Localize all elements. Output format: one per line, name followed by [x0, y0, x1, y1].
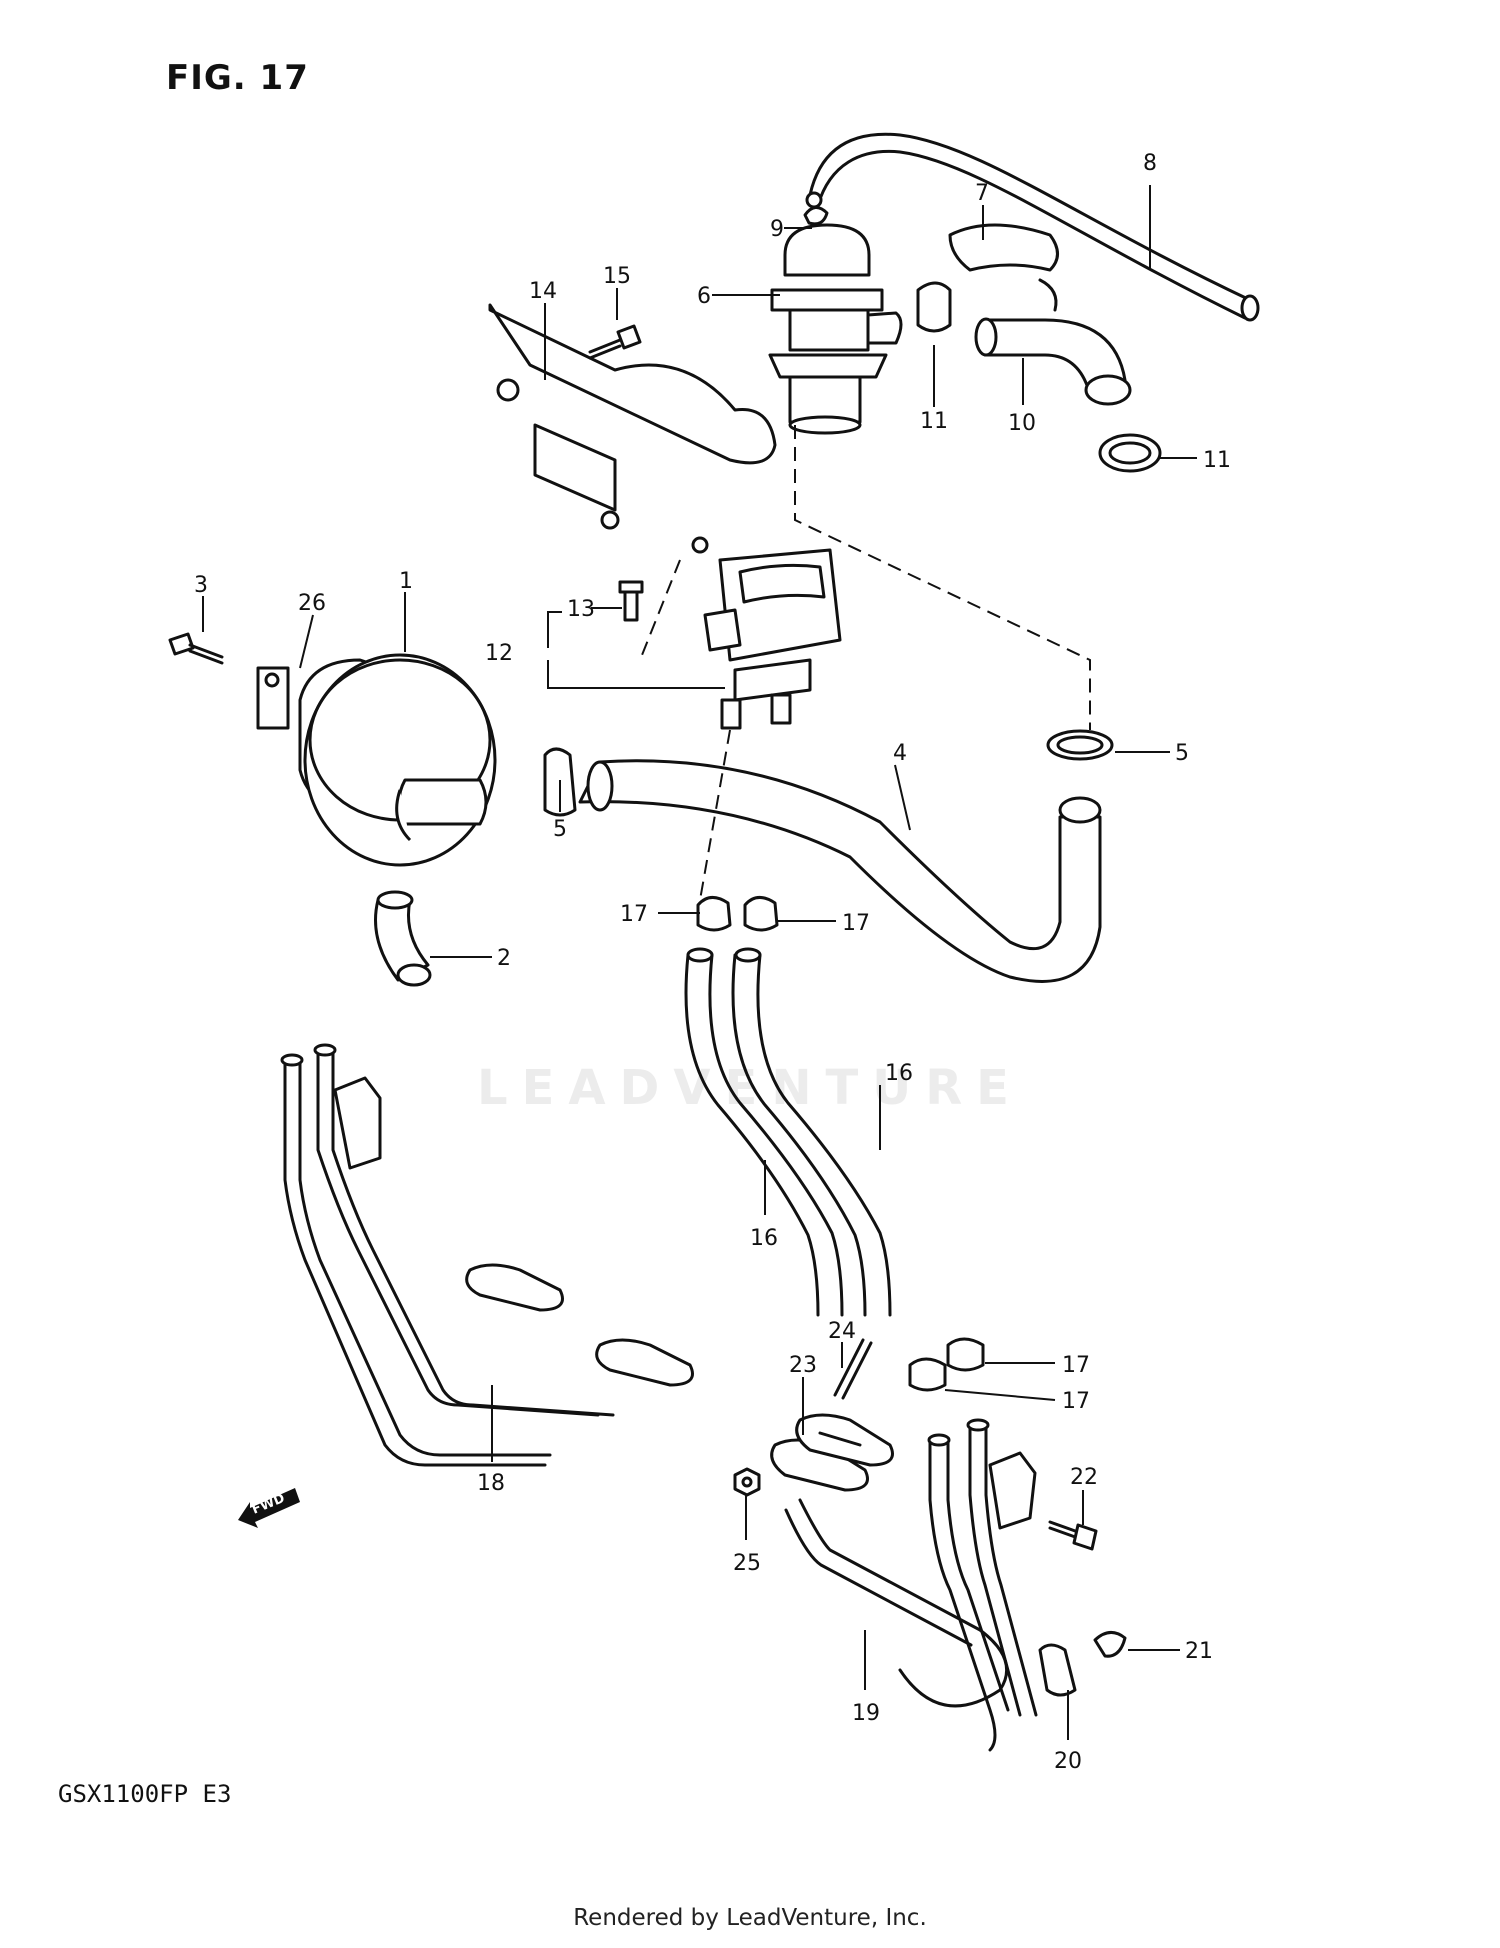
part-3-bolt	[168, 632, 224, 665]
part-25-nut	[733, 1467, 761, 1497]
callout-7: 7	[975, 181, 989, 206]
callout-1: 1	[399, 569, 413, 594]
part-9-clip	[803, 206, 829, 226]
callout-16-upper: 16	[885, 1061, 913, 1086]
part-12-reed-valve	[703, 548, 842, 730]
part-14-bracket-plate	[488, 303, 777, 554]
callout-17-upper-left: 17	[620, 902, 648, 927]
callout-12: 12	[485, 641, 513, 666]
model-code: GSX1100FP E3	[58, 1780, 232, 1808]
fwd-arrow-icon: FWD	[238, 1488, 300, 1528]
callout-17-upper-right: 17	[842, 911, 870, 936]
callout-4: 4	[893, 741, 907, 766]
part-21-clamp	[1093, 1631, 1127, 1658]
part-7-bracket	[948, 223, 1059, 312]
callout-11-upper: 11	[920, 409, 948, 434]
part-4-main-hose	[578, 759, 1102, 983]
assembly-line-valve-clamp	[699, 729, 731, 901]
part-18-pipe-front	[280, 1043, 694, 1467]
callout-24: 24	[828, 1319, 856, 1344]
part-1-air-cleaner	[298, 653, 497, 867]
callout-9: 9	[770, 217, 784, 242]
part-6-pair-valve	[768, 223, 903, 435]
part-19-pipe-rear	[770, 1418, 1038, 1752]
part-26-collar	[256, 666, 290, 730]
callout-8: 8	[1143, 151, 1157, 176]
part-17-clamps-lower	[908, 1337, 985, 1392]
callout-18: 18	[477, 1471, 505, 1496]
part-13-bolt	[618, 580, 644, 622]
footer-credit: Rendered by LeadVenture, Inc.	[573, 1905, 927, 1931]
callout-17-lower-b: 17	[1062, 1389, 1090, 1414]
callouts: 3 26 1 2 4 5 5 6 7 8 9 10 11 11 12 13 14…	[194, 151, 1231, 1774]
callout-19: 19	[852, 1701, 880, 1726]
callout-6: 6	[697, 284, 711, 309]
callout-25: 25	[733, 1551, 761, 1576]
part-16-twin-hoses	[684, 947, 892, 1317]
part-5-clamp-right	[1046, 729, 1114, 761]
callout-20: 20	[1054, 1749, 1082, 1774]
leader-lines	[202, 185, 1197, 1740]
figure-title: FIG. 17	[166, 58, 309, 98]
callout-15: 15	[603, 264, 631, 289]
part-15-bolt	[588, 324, 642, 360]
callout-3: 3	[194, 573, 208, 598]
callout-23: 23	[789, 1353, 817, 1378]
callout-5-right: 5	[1175, 741, 1189, 766]
part-10-elbow-hose	[974, 317, 1132, 406]
assembly-line-bracket-valve	[639, 559, 681, 661]
callout-17-lower-a: 17	[1062, 1353, 1090, 1378]
callout-21: 21	[1185, 1639, 1213, 1664]
callout-5-left: 5	[553, 817, 567, 842]
part-22-bolt	[1048, 1520, 1098, 1551]
callout-26: 26	[298, 591, 326, 616]
callout-16-lower: 16	[750, 1226, 778, 1251]
part-23-gasket	[795, 1413, 894, 1467]
callout-13: 13	[567, 597, 595, 622]
callout-22: 22	[1070, 1465, 1098, 1490]
assembly-line-valve-hose	[794, 425, 1091, 730]
part-2-elbow-hose	[374, 890, 432, 987]
part-17-clamps-upper	[696, 896, 779, 932]
part-24-stud	[833, 1338, 873, 1400]
part-11-clamp-lower	[1098, 433, 1162, 473]
callout-10: 10	[1008, 411, 1036, 436]
part-11-clamp-upper	[916, 281, 952, 333]
callout-2: 2	[497, 946, 511, 971]
callout-14: 14	[529, 279, 557, 304]
callout-11-lower: 11	[1203, 448, 1231, 473]
part-20-clip	[1038, 1643, 1077, 1697]
